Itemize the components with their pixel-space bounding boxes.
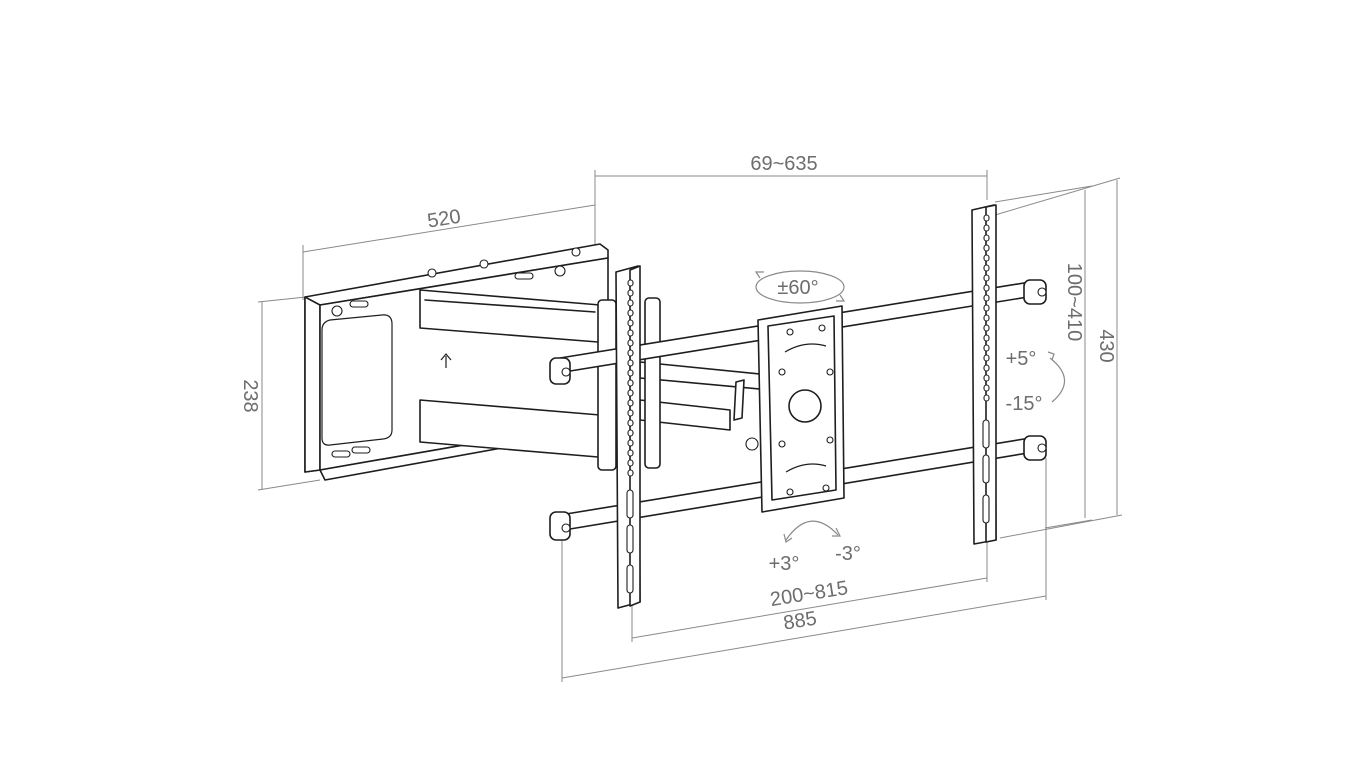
wall-plate-height-label: 238 bbox=[239, 379, 261, 412]
bracket-hole bbox=[627, 349, 634, 357]
bracket-hole bbox=[627, 449, 634, 457]
angle-labels: ±60° +5° -15° +3° -3° bbox=[769, 277, 1043, 575]
bracket-hole bbox=[983, 384, 990, 392]
left-vertical-bracket bbox=[615, 265, 641, 609]
bracket-hole bbox=[983, 314, 990, 322]
bracket-hole bbox=[627, 429, 634, 437]
bracket-hole bbox=[983, 214, 990, 222]
bracket-hole bbox=[983, 364, 990, 372]
bracket-hole bbox=[627, 359, 634, 367]
bracket-hole bbox=[983, 284, 990, 292]
level-plus-label: +3° bbox=[769, 553, 800, 575]
bracket-hole bbox=[983, 344, 990, 352]
bracket-hole bbox=[627, 399, 634, 407]
bracket-hole bbox=[983, 324, 990, 332]
left-bracket-holes bbox=[627, 279, 634, 477]
bracket-hole bbox=[627, 299, 634, 307]
bracket-hole bbox=[627, 369, 634, 377]
bracket-hole bbox=[983, 254, 990, 262]
bracket-hole bbox=[983, 294, 990, 302]
bracket-vertical-spacing-label: 100~410 bbox=[1063, 263, 1085, 341]
swivel-label: ±60° bbox=[777, 277, 818, 299]
tilt-up-label: +5° bbox=[1006, 348, 1037, 370]
bracket-hole bbox=[627, 289, 634, 297]
bracket-hole bbox=[627, 279, 634, 287]
bracket-hole bbox=[627, 339, 634, 347]
bracket-hole bbox=[627, 379, 634, 387]
bracket-hole bbox=[627, 409, 634, 417]
right-vertical-bracket bbox=[971, 204, 997, 545]
bracket-hole bbox=[627, 439, 634, 447]
bracket-hole bbox=[627, 419, 634, 427]
right-bracket-holes bbox=[983, 214, 990, 402]
bracket-hole bbox=[983, 244, 990, 252]
overall-width-label: 885 bbox=[782, 608, 818, 635]
bracket-hole bbox=[627, 459, 634, 467]
bracket-hole bbox=[627, 469, 634, 477]
bracket-hole bbox=[983, 224, 990, 232]
bracket-hole bbox=[627, 389, 634, 397]
bracket-hole bbox=[983, 274, 990, 282]
bracket-hole bbox=[983, 394, 990, 402]
bracket-hole bbox=[627, 309, 634, 317]
level-minus-label: -3° bbox=[835, 543, 861, 565]
bracket-hole bbox=[627, 319, 634, 327]
center-mount-plate bbox=[745, 305, 845, 513]
bracket-hole bbox=[983, 354, 990, 362]
dimension-lines bbox=[257, 170, 1123, 682]
bracket-hole bbox=[983, 374, 990, 382]
arm-extension-label: 69~635 bbox=[750, 153, 817, 175]
bracket-hole bbox=[983, 264, 990, 272]
angle-indicators bbox=[754, 270, 1066, 543]
bracket-hole bbox=[627, 329, 634, 337]
bracket-hole bbox=[983, 234, 990, 242]
bracket-horizontal-spacing-label: 200~815 bbox=[769, 577, 850, 611]
bracket-hole bbox=[983, 334, 990, 342]
bracket-hole bbox=[983, 304, 990, 312]
articulating-arms bbox=[419, 289, 771, 471]
overall-height-label: 430 bbox=[1095, 329, 1117, 362]
tilt-down-label: -15° bbox=[1006, 393, 1043, 415]
wall-plate-width-label: 520 bbox=[426, 206, 462, 233]
